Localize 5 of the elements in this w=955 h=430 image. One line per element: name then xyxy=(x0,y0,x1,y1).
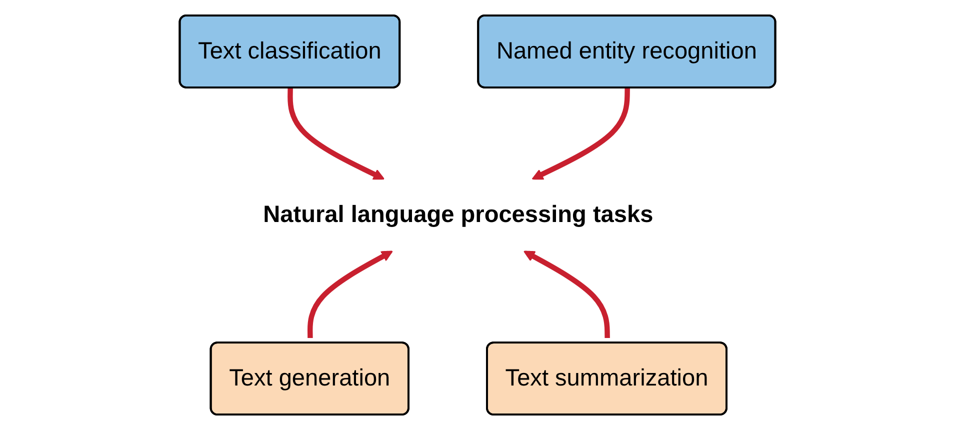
arrow xyxy=(288,88,385,180)
arrow xyxy=(307,250,393,338)
arrow xyxy=(532,88,630,180)
node-text: Natural language processing tasks xyxy=(263,201,654,228)
arrow xyxy=(523,250,610,338)
